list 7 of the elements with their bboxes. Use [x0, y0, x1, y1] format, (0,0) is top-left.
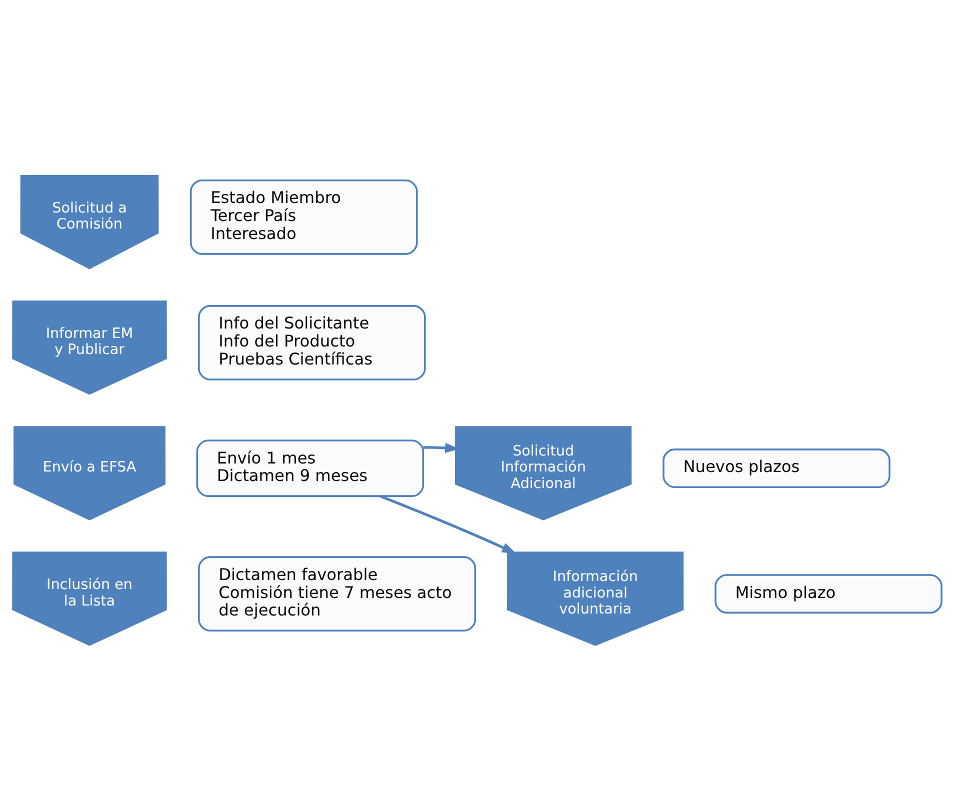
- node-box: Nuevos plazos: [662, 448, 890, 488]
- arrow: [380, 494, 516, 554]
- node-box: Info del Solicitante Info del Producto Pruebas Científicas: [198, 305, 426, 380]
- node-box: Envío 1 mes Dictamen 9 meses: [196, 440, 424, 497]
- node-box: Dictamen favorable Comisión tiene 7 meses acto de ejecución: [198, 556, 476, 632]
- node-box: Mismo plazo: [714, 574, 942, 614]
- node-box: Estado Miembro Tercer País Interesado: [190, 179, 418, 255]
